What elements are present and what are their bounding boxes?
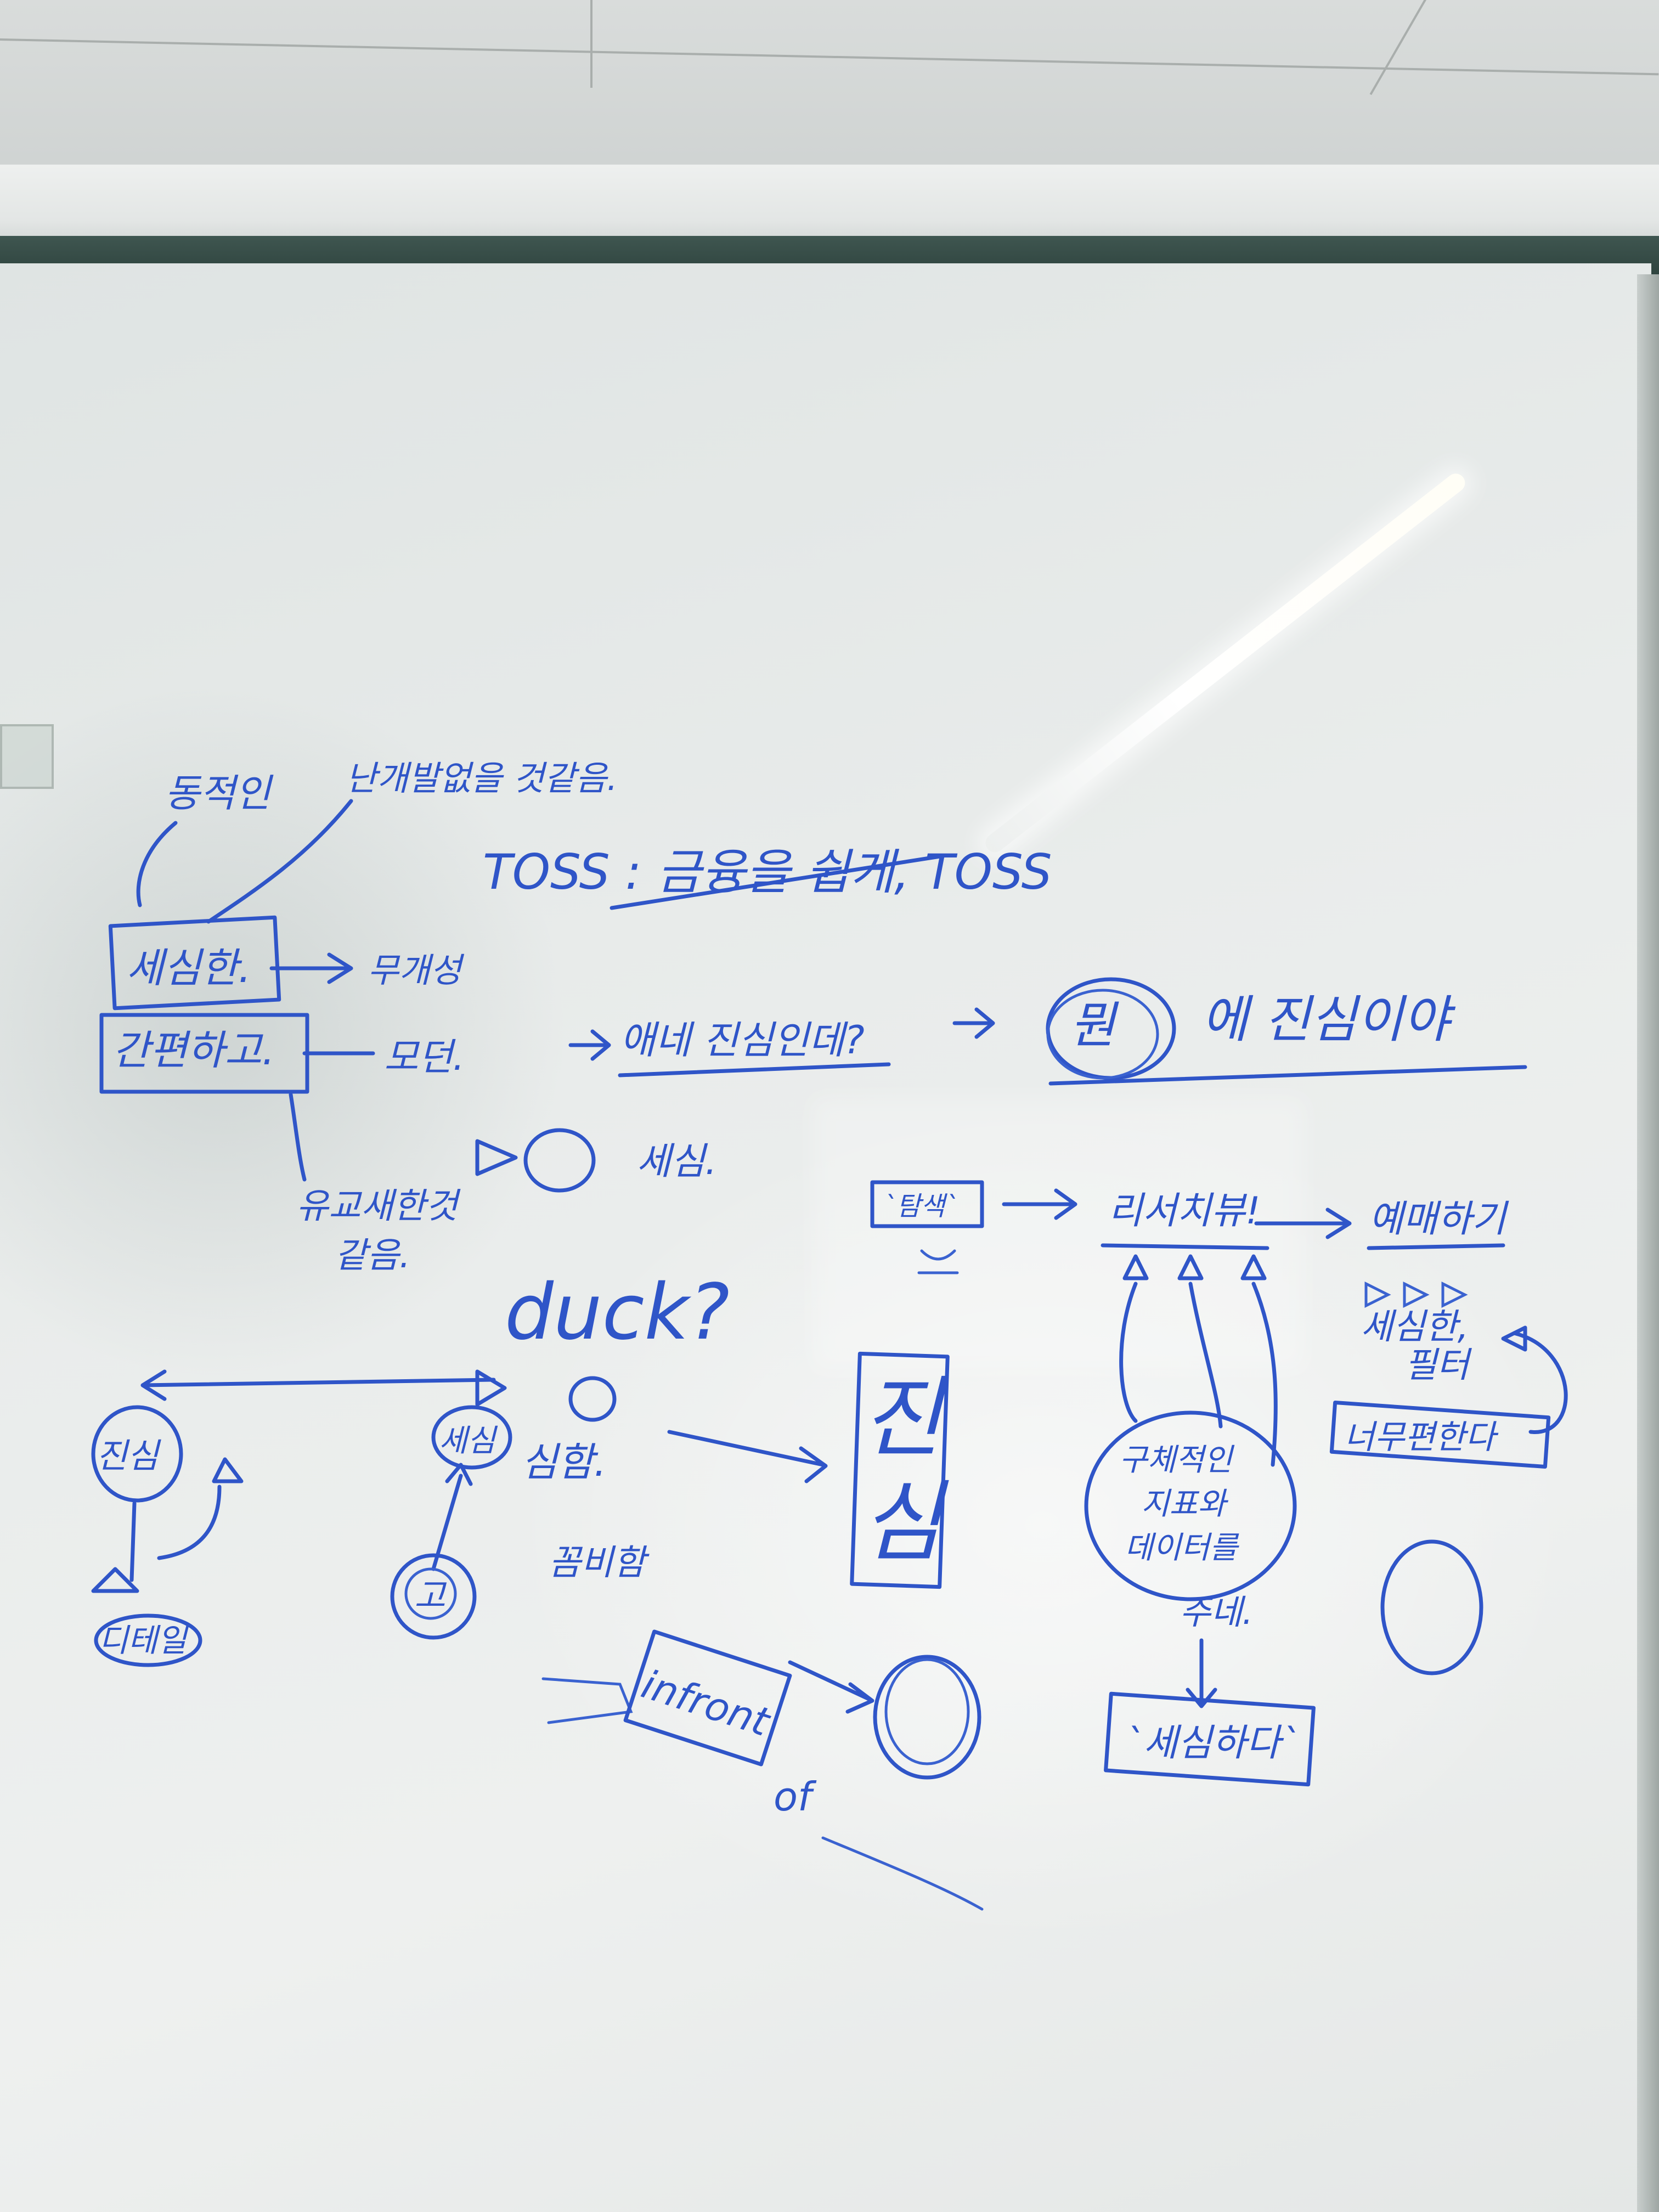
- note-question: 애네 진심인데?: [620, 1018, 865, 1063]
- note-quote-1: `탐색`: [883, 1191, 958, 1222]
- line-up-3: [1251, 1282, 1278, 1467]
- arrow-up-care: [431, 1463, 473, 1571]
- toss-title: TOSS : 금융을 쉽게, TOSS: [483, 844, 1052, 900]
- note-duck: duck?: [505, 1268, 730, 1357]
- triangle-up-2: [1177, 1254, 1204, 1280]
- triangle-center: [475, 1369, 507, 1407]
- circle-care: [431, 1405, 512, 1470]
- line-left-down: [129, 1501, 137, 1582]
- arrow-question: [568, 1029, 611, 1061]
- window-glare: [812, 1097, 1306, 1372]
- arrow-to-circle: [788, 1660, 874, 1714]
- circle-concrete: [1084, 1410, 1297, 1601]
- note-concrete-1: 구체적인: [1119, 1442, 1235, 1478]
- note-box-2: 간편하고.: [112, 1027, 275, 1074]
- line-top-left-1: [136, 821, 178, 907]
- circle-bottom-1: [873, 1655, 981, 1780]
- answer-circle-2: [1046, 989, 1159, 1080]
- note-branch-2: 같음.: [335, 1235, 410, 1276]
- triangle-up-1: [1122, 1254, 1149, 1280]
- arrow-to-truth: [667, 1430, 828, 1483]
- triangle-left-1: [212, 1457, 244, 1483]
- note-big-truth-1: 진: [861, 1367, 949, 1469]
- line-up-1: [1119, 1282, 1138, 1423]
- triangle-mark: [475, 1139, 518, 1176]
- circle-letter-inner: [404, 1567, 457, 1620]
- note-careful: 꼼비함: [549, 1543, 650, 1583]
- underline-review: [1101, 1243, 1269, 1250]
- note-of: of: [774, 1774, 817, 1820]
- note-top-left-2: 난개발없을 것같음.: [346, 758, 618, 798]
- ceiling: [0, 0, 1659, 181]
- note-triangle-circle: 세심.: [636, 1140, 717, 1183]
- note-branch-1: 유교새한것: [296, 1186, 461, 1227]
- circle-bottom-2: [884, 1658, 970, 1765]
- note-review: 리서치뷰!: [1108, 1189, 1261, 1233]
- circle-detail: [94, 1613, 202, 1667]
- box-big-truth: [850, 1351, 950, 1589]
- circle-letter-outer: [390, 1553, 477, 1640]
- arrow-reserve: [1254, 1207, 1352, 1239]
- note-care-2: 심함.: [521, 1439, 606, 1485]
- smile-mark: [917, 1249, 959, 1274]
- triangles-right: [1364, 1281, 1468, 1308]
- triangle-left-2: [91, 1567, 139, 1593]
- circle-empty-right: [1380, 1539, 1483, 1675]
- arrow-box-1: [269, 952, 353, 984]
- line-of: [821, 1836, 984, 1911]
- note-senses-2: 필터: [1404, 1345, 1472, 1386]
- note-detail: 디테일: [99, 1622, 189, 1659]
- line-infront-1: [541, 1677, 633, 1724]
- note-big-truth-2: 심: [861, 1471, 949, 1573]
- note-box-2-arrow: 모던.: [384, 1036, 465, 1079]
- note-box-1-arrow: 무개성: [368, 950, 465, 990]
- box-final-quote: [1104, 1691, 1316, 1787]
- curve-left: [157, 1485, 222, 1560]
- note-too-easy: 너무편한다: [1344, 1418, 1499, 1457]
- circle-mark: [523, 1128, 596, 1193]
- whiteboard-surface: [0, 263, 1651, 2212]
- note-infront: infront: [636, 1661, 776, 1745]
- line-top-left-2: [206, 799, 353, 924]
- triangle-senses: [1501, 1325, 1527, 1352]
- underline-question: [618, 1062, 891, 1077]
- box-too-easy: [1329, 1401, 1551, 1469]
- underline-toss: [610, 854, 946, 910]
- exit-sign-reflection: [0, 724, 54, 789]
- note-circle-letter: 고: [414, 1576, 447, 1616]
- box-quote-1: [870, 1180, 984, 1228]
- note-care-1: 세심: [439, 1423, 498, 1459]
- note-answer-rest: 에 진심이야: [1201, 990, 1456, 1049]
- note-truth-circle: 진심: [96, 1436, 161, 1476]
- arrow-down-final: [1186, 1638, 1217, 1708]
- note-box-1: 세심한.: [126, 945, 251, 992]
- note-answer-word: 뭔: [1070, 997, 1119, 1054]
- arrow-review: [1002, 1188, 1077, 1220]
- underline-reservation: [1367, 1243, 1505, 1250]
- note-concrete-4: 주네.: [1180, 1592, 1253, 1632]
- whiteboard-right-edge: [1637, 274, 1659, 2212]
- line-up-2: [1188, 1282, 1223, 1429]
- arrow-answer: [952, 1007, 995, 1039]
- note-reservation: 예매하기: [1369, 1198, 1509, 1241]
- box-infront: [623, 1629, 792, 1767]
- arrow-long-left: [140, 1369, 496, 1401]
- note-senses-1: 세심한,: [1361, 1307, 1469, 1347]
- note-concrete-2: 지표와: [1141, 1486, 1229, 1522]
- underline-answer: [1048, 1065, 1527, 1086]
- note-top-left-1: 동적인: [165, 771, 274, 816]
- line-branch: [289, 1092, 307, 1182]
- note-final-quote: `세심하다`: [1125, 1722, 1299, 1765]
- circle-center-small: [568, 1376, 617, 1422]
- circle-truth-left: [91, 1405, 183, 1503]
- box-1: [108, 915, 281, 1011]
- note-concrete-3: 데이터를: [1125, 1530, 1240, 1566]
- triangle-up-3: [1240, 1254, 1267, 1280]
